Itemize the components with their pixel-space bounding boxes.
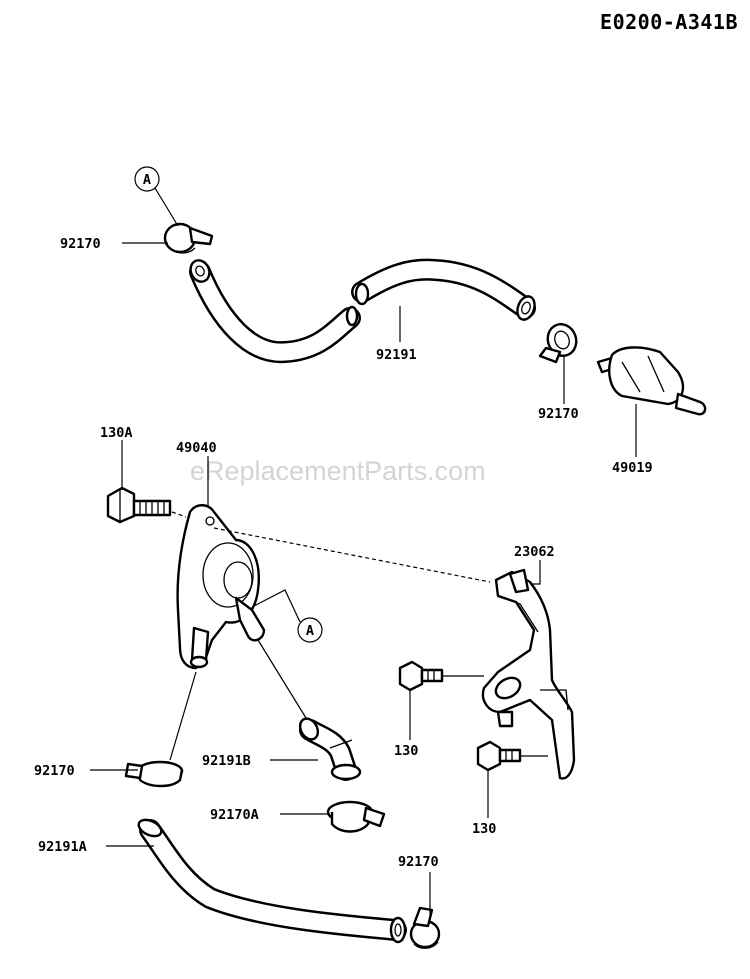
watermark: eReplacementParts.com bbox=[190, 456, 486, 486]
label-clamp-mid: 92170 bbox=[538, 406, 579, 422]
label-hose-b: 92191B bbox=[202, 753, 251, 769]
clamp-92170-top[interactable] bbox=[163, 222, 214, 254]
label-bolt-130-upper: 130 bbox=[394, 743, 418, 759]
hose-92191b[interactable] bbox=[297, 715, 362, 781]
label-clamp-top: 92170 bbox=[60, 236, 101, 252]
fuel-pump-49040[interactable] bbox=[176, 504, 266, 670]
clamp-92170a[interactable] bbox=[326, 800, 386, 833]
label-hose-a: 92191A bbox=[38, 839, 87, 855]
clamp-92170-left[interactable] bbox=[124, 760, 184, 788]
callout-a-top bbox=[134, 166, 179, 227]
bolt-130-upper[interactable] bbox=[398, 660, 444, 692]
label-bracket: 23062 bbox=[514, 544, 555, 560]
clamp-92170-bottom[interactable] bbox=[409, 906, 441, 949]
hose-92191a[interactable] bbox=[136, 817, 407, 944]
callout-a-top-letter: A bbox=[143, 172, 151, 188]
hose-92191[interactable] bbox=[187, 257, 537, 364]
callout-a-lower bbox=[253, 589, 323, 643]
fuel-filter-49019[interactable] bbox=[596, 346, 707, 416]
callout-a-lower-letter: A bbox=[306, 623, 314, 639]
label-bolt-130-lower: 130 bbox=[472, 821, 496, 837]
label-pump: 49040 bbox=[176, 440, 217, 456]
label-clamp-left: 92170 bbox=[34, 763, 75, 779]
bolt-130-lower[interactable] bbox=[476, 740, 522, 772]
label-filter: 49019 bbox=[612, 460, 653, 476]
label-clamp-bottom: 92170 bbox=[398, 854, 439, 870]
bolt-130a[interactable] bbox=[106, 486, 172, 524]
label-hose-top: 92191 bbox=[376, 347, 417, 363]
label-clamp-a: 92170A bbox=[210, 807, 259, 823]
label-bolt-130a: 130A bbox=[100, 425, 133, 441]
diagram-code: E0200-A341B bbox=[600, 10, 738, 34]
bracket-23062[interactable] bbox=[481, 568, 576, 780]
clamp-92170-mid[interactable] bbox=[538, 320, 581, 364]
